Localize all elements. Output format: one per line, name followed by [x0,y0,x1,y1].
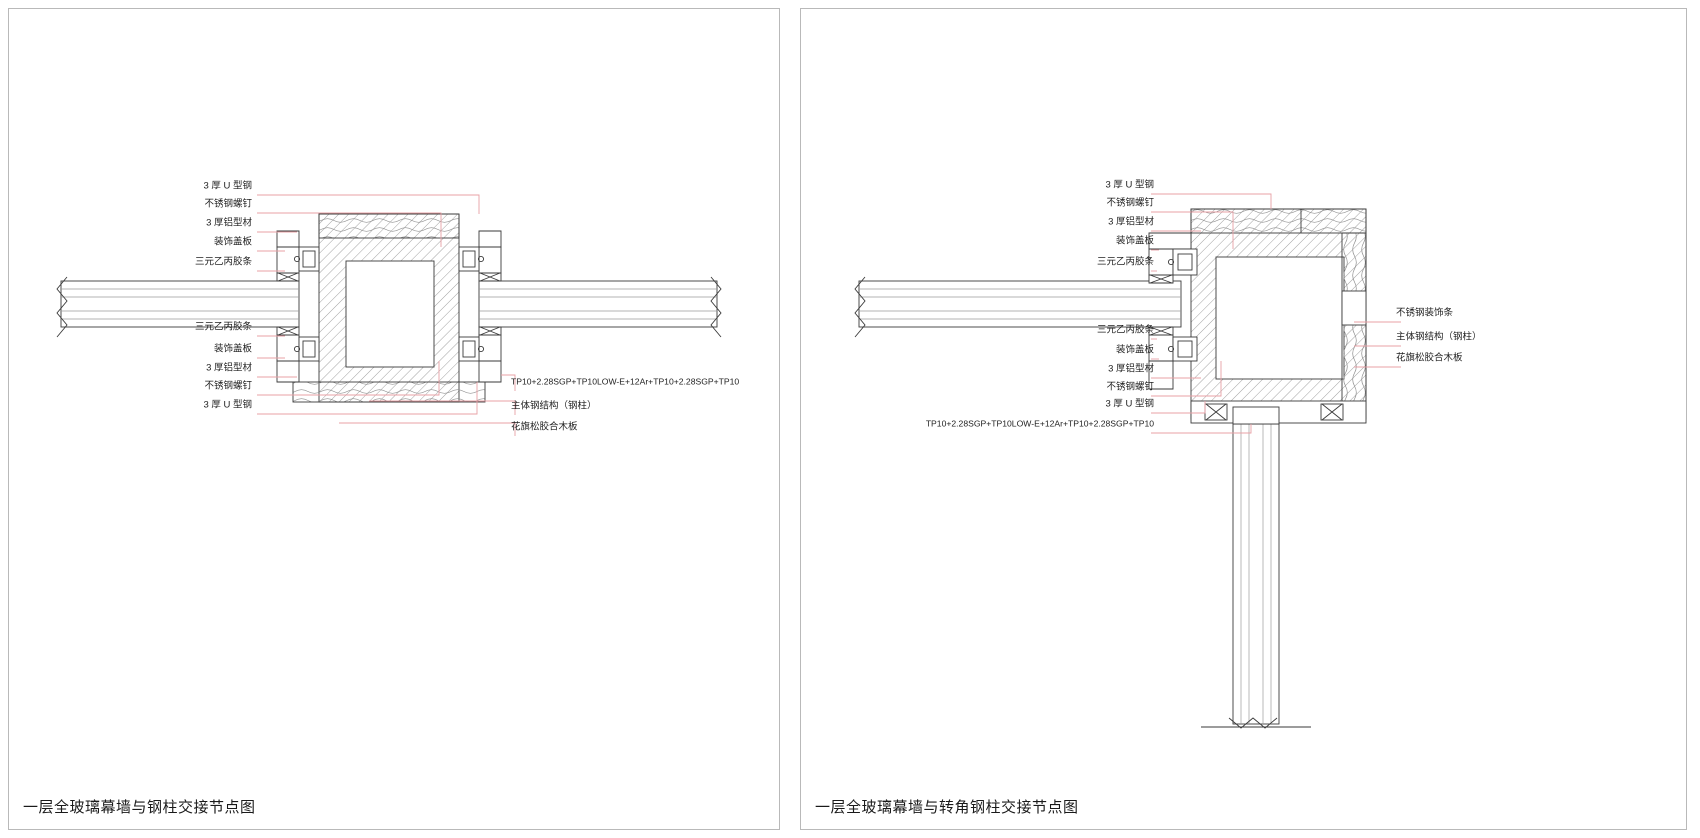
left-sheet-title: 一层全玻璃幕墙与钢柱交接节点图 [23,799,256,816]
glass-pane-vertical [1201,423,1311,729]
annotation-label: 主体钢结构（钢柱） [1396,331,1482,343]
right-column-assembly [854,208,1367,729]
annotation-label: 不锈钢装饰条 [1396,307,1454,319]
left-detail-sheet: 一层全玻璃幕墙与钢柱交接节点图 [8,8,780,830]
mullion-upper-left-corner [1148,232,1198,284]
mullion-upper-left [276,230,320,282]
right-detail-sheet: 一层全玻璃幕墙与转角钢柱交接节点图 [800,8,1687,830]
annotation-label: TP10+2.28SGP+TP10LOW-E+12Ar+TP10+2.28SGP… [925,418,1154,429]
glass-pane-left [56,276,300,338]
annotation-label: 花旗松胶合木板 [1396,352,1463,364]
annotation-label: 装饰盖板 [1115,235,1154,247]
annotation-label: 主体钢结构（钢柱） [511,400,597,412]
annotation-label: 三元乙丙胶条 [194,256,252,268]
annotation-label: 3 厚铝型材 [206,217,252,229]
right-detail-drawing [801,9,1686,829]
annotation-label: 3 厚铝型材 [206,362,252,374]
mullion-bottom-band [1190,400,1367,425]
annotation-label: TP10+2.28SGP+TP10LOW-E+12Ar+TP10+2.28SGP… [511,376,740,387]
right-leader-lines [1151,193,1401,434]
annotation-label: 3 厚 U 型钢 [1105,179,1154,191]
annotation-label: 3 厚 U 型钢 [203,399,252,411]
annotation-label: 3 厚铝型材 [1108,363,1154,375]
annotation-label: 装饰盖板 [213,236,252,248]
annotation-label: 3 厚 U 型钢 [1105,398,1154,410]
annotation-label: 三元乙丙胶条 [194,321,252,333]
right-sheet-title: 一层全玻璃幕墙与转角钢柱交接节点图 [815,799,1079,816]
annotation-label: 装饰盖板 [1115,344,1154,356]
annotation-label: 花旗松胶合木板 [511,421,578,433]
left-column-assembly [56,213,722,403]
annotation-label: 3 厚 U 型钢 [203,180,252,192]
annotation-label: 不锈钢螺钉 [204,380,252,392]
mullion-lower-left-corner [1148,326,1198,390]
mullion-lower-right [458,326,502,383]
glass-pane-right [478,276,722,338]
annotation-label: 三元乙丙胶条 [1096,256,1154,268]
annotation-label: 不锈钢螺钉 [1106,197,1154,209]
mullion-upper-right [458,230,502,282]
annotation-label: 三元乙丙胶条 [1096,324,1154,336]
glass-pane-horizontal [854,276,1182,338]
left-detail-drawing [9,9,779,829]
annotation-label: 不锈钢螺钉 [204,198,252,210]
annotation-label: 3 厚铝型材 [1108,216,1154,228]
annotation-label: 不锈钢螺钉 [1106,381,1154,393]
annotation-label: 装饰盖板 [213,343,252,355]
left-leader-lines [257,194,516,436]
